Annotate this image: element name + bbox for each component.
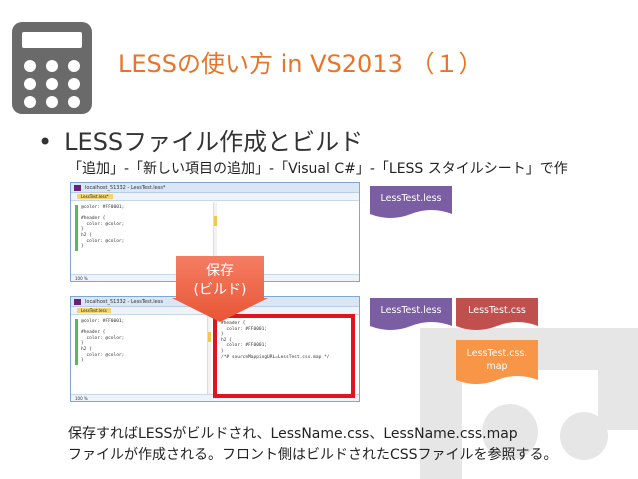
- code-line: h2 {: [81, 232, 92, 238]
- code-line: }: [221, 332, 224, 338]
- footer-line: ファイルが作成される。フロント側はビルドされたCSSファイルを参照する。: [68, 447, 558, 463]
- code-area[interactable]: @color: #FF0001; #header { color: @color…: [81, 205, 124, 250]
- code-line: color: @color;: [81, 335, 125, 341]
- window-title: localhost_51332 - LessTest.less*: [85, 185, 166, 191]
- code-line: }: [81, 244, 84, 250]
- bullet-heading: • LESSファイル作成とビルド: [38, 122, 363, 157]
- document-shape: [456, 298, 538, 330]
- document-shape: [370, 186, 452, 218]
- document-shape: [370, 298, 452, 330]
- save-build-arrow: [172, 256, 268, 322]
- scrollbar-marker: [214, 216, 217, 226]
- code-line: color: @color;: [81, 352, 125, 358]
- calculator-screen: [22, 32, 82, 48]
- calculator-key: [24, 96, 36, 108]
- calculator-key: [46, 78, 58, 90]
- calculator-key: [68, 96, 80, 108]
- save-build-label: 保存 (ビルド): [172, 262, 268, 300]
- slide-title: LESSの使い方 in VS2013 （１）: [118, 50, 483, 78]
- code-line: }: [221, 348, 224, 354]
- code-line: color: #FF0001;: [221, 343, 268, 349]
- window-title: localhost_51332 - LessTest.less: [85, 299, 163, 305]
- css-map-file-doc: LessTest.css. map: [456, 340, 538, 388]
- code-line: /*# sourceMappingURL=LessTest.css.map */: [221, 354, 330, 360]
- doc-label: LessTest.less: [380, 305, 442, 316]
- arrow-label-line: 保存: [206, 263, 234, 279]
- calculator-icon: [12, 22, 92, 114]
- code-line: h2 {: [81, 346, 92, 352]
- code-line: h2 {: [221, 337, 232, 343]
- code-line: color: #FF0001;: [221, 326, 268, 332]
- bullet-text: LESSファイル作成とビルド: [64, 128, 364, 156]
- footer-text: 保存すればLESSがビルドされ、LessName.css、LessName.cs…: [68, 424, 558, 466]
- code-line: #header {: [81, 216, 106, 222]
- calculator-key: [46, 60, 58, 72]
- less-file-doc-top: LessTest.less: [370, 186, 452, 222]
- calculator-key: [68, 60, 80, 72]
- code-line: color: @color;: [81, 221, 125, 227]
- arrow-label-line: (ビルド): [193, 282, 247, 298]
- code-line: }: [81, 358, 84, 364]
- css-file-doc: LessTest.css: [456, 298, 538, 334]
- tab-lesstest-less[interactable]: LessTest.less: [77, 308, 111, 313]
- code-line: #header {: [221, 321, 246, 326]
- code-line: @color: #FF0001;: [81, 319, 125, 324]
- tab-bar: LessTest.less*: [71, 193, 359, 201]
- doc-label: map: [486, 361, 508, 372]
- instruction-text: 「追加」-「新しい項目の追加」-「Visual C#」-「LESS スタイルシー…: [68, 161, 568, 177]
- vertical-scrollbar[interactable]: [213, 202, 217, 274]
- visual-studio-icon: [74, 299, 81, 305]
- document-shape: [456, 340, 538, 384]
- background-dot-2: [560, 412, 608, 460]
- code-line: }: [81, 227, 84, 233]
- calculator-key: [46, 96, 58, 108]
- code-line: }: [81, 341, 84, 347]
- doc-label: LessTest.less: [380, 193, 442, 204]
- doc-label: LessTest.css.: [466, 348, 528, 359]
- footer-line: 保存すればLESSがビルドされ、LessName.css、LessName.cs…: [68, 426, 518, 442]
- visual-studio-icon: [74, 185, 81, 191]
- change-marker: [75, 205, 78, 251]
- change-marker: [75, 319, 78, 365]
- code-line: #header {: [81, 330, 106, 336]
- background-dot-1: [482, 404, 538, 460]
- code-area-less[interactable]: @color: #FF0001; #header { color: @color…: [81, 319, 124, 364]
- code-area-css[interactable]: #header { color: #FF0001; } h2 { color: …: [221, 321, 329, 360]
- doc-label: LessTest.css: [468, 305, 526, 316]
- window-titlebar: localhost_51332 - LessTest.less*: [71, 183, 359, 193]
- less-file-doc-bottom: LessTest.less: [370, 298, 452, 334]
- background-block-right: [598, 370, 638, 430]
- code-line: @color: #FF0001;: [81, 205, 125, 210]
- vertical-scrollbar[interactable]: [207, 316, 211, 394]
- code-line: color: @color;: [81, 238, 125, 244]
- calculator-key: [24, 78, 36, 90]
- scrollbar-marker: [208, 332, 211, 342]
- calculator-key: [68, 78, 80, 90]
- css-output-highlight: [213, 314, 355, 398]
- bullet-dot: •: [38, 128, 53, 156]
- tab-lesstest-less[interactable]: LessTest.less*: [77, 194, 113, 199]
- calculator-key: [24, 60, 36, 72]
